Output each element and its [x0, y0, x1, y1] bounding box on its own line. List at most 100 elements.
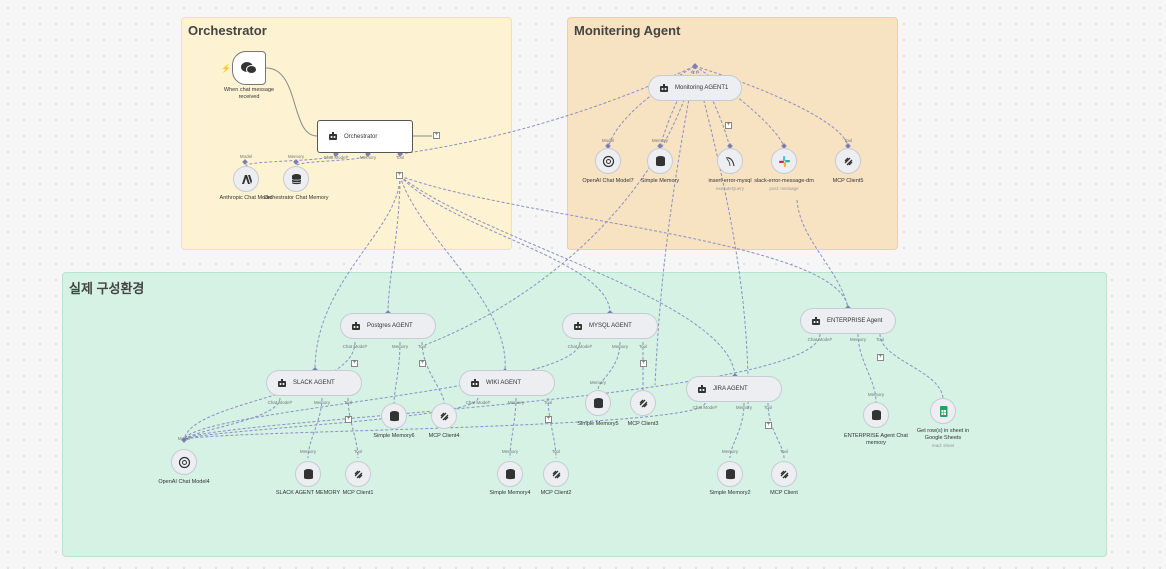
simple-memory-node[interactable] [647, 148, 673, 174]
openai-icon [178, 456, 190, 468]
port-label-memory: Memory [611, 344, 629, 349]
robot-icon [698, 384, 706, 393]
mcp-client-node[interactable] [771, 461, 797, 487]
mcp-icon [354, 470, 362, 478]
trigger-label: When chat message received [223, 87, 275, 100]
group-title-monitoring: Monitering Agent [574, 23, 681, 38]
mysql-agent-node[interactable]: MYSQL AGENT [562, 313, 658, 339]
openai-model4-label: OpenAI Chat Model4 [158, 479, 210, 485]
agent-label: Monitoring AGENT1 [675, 85, 729, 91]
add-tool-button[interactable]: + [725, 122, 732, 129]
group-title-environment: 실제 구성환경 [69, 281, 145, 296]
port-label-tool: Tool [843, 138, 853, 143]
simple-memory2-node[interactable] [717, 461, 743, 487]
port-label-chat-model: Chat Model* [465, 400, 491, 405]
add-tool-button[interactable]: + [877, 354, 884, 361]
database-icon [871, 409, 881, 420]
port-label-tool: Tool [417, 344, 427, 349]
monitoring-agent-node[interactable]: Monitoring AGENT1 [648, 75, 742, 101]
orchestrator-memory-label: Orchestrator Chat Memory [263, 195, 329, 201]
port-label-memory: Memory [589, 380, 607, 385]
agent-label: MYSQL AGENT [589, 323, 632, 329]
wiki-agent-node[interactable]: WIKI AGENT [459, 370, 555, 396]
add-tool-button[interactable]: + [345, 416, 352, 423]
openai-model7-label: OpenAI Chat Model7 [582, 178, 634, 184]
google-sheets-title: Get row(s) in sheet in Google Sheets [916, 428, 970, 441]
google-sheets-icon [939, 405, 947, 417]
slack-icon [778, 155, 790, 167]
simple-memory5-node[interactable] [585, 390, 611, 416]
port-label-chat-model: Chat Model* [807, 337, 833, 342]
monitoring-group[interactable]: Monitering Agent [567, 17, 898, 250]
chat-trigger-node[interactable] [232, 51, 266, 85]
mcp-client2-node[interactable] [543, 461, 569, 487]
port-label-chat-model: Chat Model* [567, 344, 593, 349]
insert-error-mysql-node[interactable] [717, 148, 743, 174]
database-icon [593, 397, 603, 408]
lightning-icon: ⚡ [221, 64, 231, 73]
mcp-client2-label: MCP Client2 [540, 490, 572, 496]
add-model-button[interactable]: + [351, 360, 358, 367]
google-sheets-node[interactable] [930, 398, 956, 424]
port-label-model: Model [239, 154, 253, 159]
add-node-button[interactable]: + [433, 132, 440, 139]
mcp-client4-label: MCP Client4 [428, 433, 460, 439]
openai-icon [602, 155, 614, 167]
database-icon [505, 468, 515, 479]
port-label-chat-model: Chat Model* [267, 400, 293, 405]
simple-memory4-label: Simple Memory4 [489, 490, 531, 496]
port-label-tool: Tool [395, 155, 405, 160]
orchestrator-memory-node[interactable] [283, 166, 309, 192]
mcp-client3-node[interactable] [630, 390, 656, 416]
mcp-client5-node[interactable] [835, 148, 861, 174]
anthropic-label: Anthropic Chat Model [219, 195, 273, 201]
robot-icon [660, 83, 668, 92]
database-icon [303, 468, 313, 479]
slack-error-dm-node[interactable] [771, 148, 797, 174]
orchestrator-agent-node[interactable]: Orchestrator [317, 120, 413, 153]
enterprise-agent-node[interactable]: ENTERPRISE Agent [800, 308, 896, 334]
agent-label: SLACK AGENT [293, 380, 335, 386]
openai-model4-node[interactable] [171, 449, 197, 475]
mcp-icon [844, 157, 852, 165]
slack-memory-node[interactable] [295, 461, 321, 487]
add-tool-button[interactable]: + [765, 422, 772, 429]
mcp-client1-node[interactable] [345, 461, 371, 487]
mcp-icon [639, 399, 647, 407]
enterprise-memory-label: ENTERPRISE Agent Chat memory [844, 433, 908, 446]
database-icon [291, 173, 301, 184]
openai-model7-node[interactable] [595, 148, 621, 174]
port-label-memory: Memory [735, 405, 753, 410]
port-label-memory: Memory [299, 449, 317, 454]
port-label-tool: Tool [543, 400, 553, 405]
robot-icon [329, 132, 337, 140]
agent-label: Postgres AGENT [367, 323, 413, 329]
port-label-chat-model: Chat Model* [692, 405, 718, 410]
port-label-tool: Tool [343, 400, 353, 405]
anthropic-icon [241, 174, 252, 184]
simple-memory4-node[interactable] [497, 461, 523, 487]
add-tool-button[interactable]: + [545, 416, 552, 423]
port-label-memory: Memory [287, 154, 305, 159]
simple-memory6-label: Simple Memory6 [373, 433, 415, 439]
slack-agent-node[interactable]: SLACK AGENT [266, 370, 362, 396]
anthropic-model-node[interactable] [233, 166, 259, 192]
agent-label: WIKI AGENT [486, 380, 522, 386]
agent-label: JIRA AGENT [713, 386, 748, 392]
slack-error-dm-label: slack-error-message-dm post: message [749, 178, 819, 192]
enterprise-memory-node[interactable] [863, 402, 889, 428]
add-tool-button[interactable]: + [419, 360, 426, 367]
add-tool-button[interactable]: + [640, 360, 647, 367]
jira-agent-node[interactable]: JIRA AGENT [686, 376, 782, 402]
robot-icon [471, 378, 479, 387]
mcp-client4-node[interactable] [431, 403, 457, 429]
port-label-tool: Tool [551, 449, 561, 454]
robot-icon [352, 321, 360, 330]
robot-icon [278, 378, 286, 387]
postgres-agent-node[interactable]: Postgres AGENT [340, 313, 436, 339]
mcp-icon [780, 470, 788, 478]
port-label-model: Model [177, 436, 191, 441]
add-tool-button[interactable]: + [396, 172, 403, 179]
port-label-memory: Memory [501, 449, 519, 454]
simple-memory6-node[interactable] [381, 403, 407, 429]
